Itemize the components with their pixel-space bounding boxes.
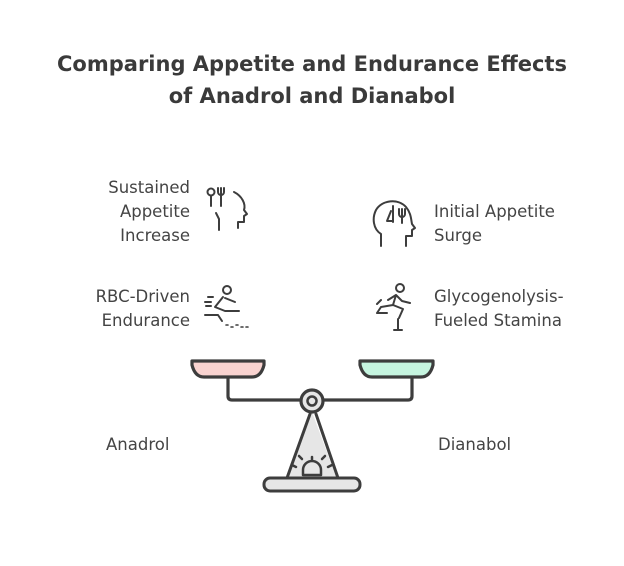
text: Appetite xyxy=(119,202,190,221)
right-endurance-label: Glycogenolysis- Fueled Stamina xyxy=(434,285,564,333)
anadrol-pan xyxy=(190,359,266,379)
head-fork-icon xyxy=(372,200,416,247)
text: Glycogenolysis- xyxy=(434,287,564,306)
text: Surge xyxy=(434,226,483,245)
balance-scale-icon xyxy=(190,359,435,493)
left-appetite-label: Sustained Appetite Increase xyxy=(108,176,190,248)
text: RBC-Driven xyxy=(95,287,190,306)
title-line-1: Comparing Appetite and Endurance Effects xyxy=(57,52,567,76)
text: Sustained xyxy=(108,178,190,197)
dianabol-pan xyxy=(358,359,435,379)
left-endurance-label: RBC-Driven Endurance xyxy=(96,285,190,333)
title-line-2: of Anadrol and Dianabol xyxy=(168,84,456,108)
sprinter-start-icon xyxy=(204,285,249,328)
right-appetite-label: Initial Appetite Surge xyxy=(434,200,555,248)
text: Initial Appetite xyxy=(434,202,555,221)
head-fork-spoon-icon xyxy=(206,187,248,231)
text: Increase xyxy=(120,226,190,245)
anadrol-label: Anadrol xyxy=(106,435,170,454)
text: Fueled Stamina xyxy=(434,311,562,330)
dianabol-label: Dianabol xyxy=(438,435,512,454)
text: Endurance xyxy=(101,311,190,330)
hurdle-runner-icon xyxy=(376,283,411,331)
